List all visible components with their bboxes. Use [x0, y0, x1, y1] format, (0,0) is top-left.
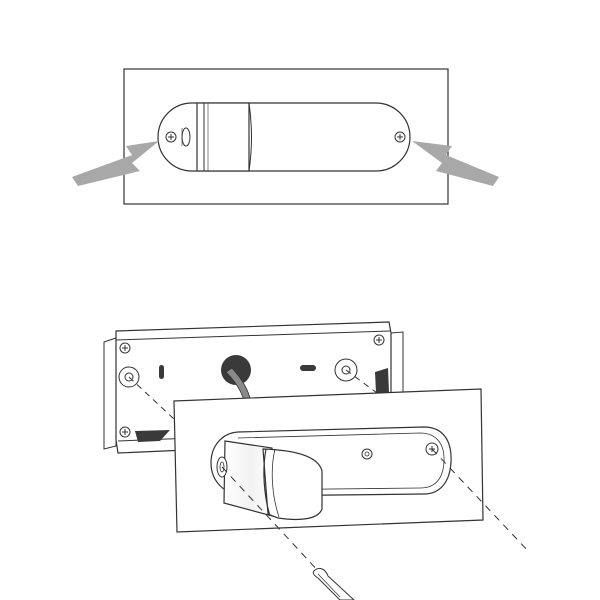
bracket-wedge — [375, 368, 389, 393]
cable-hole — [221, 355, 251, 385]
screw-icon — [373, 334, 385, 346]
guide-line — [431, 448, 531, 554]
exploded-view — [103, 321, 531, 600]
screw-icon — [119, 426, 131, 438]
mounting-box-side — [103, 337, 117, 450]
screw-icon — [361, 448, 373, 460]
guide-line — [221, 466, 346, 600]
arrow-icon — [72, 141, 159, 186]
screwdriver-icon — [312, 567, 355, 600]
bracket-wedge — [135, 430, 170, 442]
slot — [159, 365, 164, 379]
screw-icon — [394, 131, 406, 143]
screw-icon — [165, 131, 177, 143]
lamp-head-exploded — [216, 440, 323, 521]
screw-icon — [119, 342, 131, 354]
lamp-head-top — [181, 102, 252, 172]
slot — [300, 365, 316, 371]
mounting-box-side — [390, 331, 404, 397]
arrow-icon — [412, 141, 499, 186]
lamp-body-top — [157, 102, 411, 172]
top-view — [72, 68, 499, 205]
